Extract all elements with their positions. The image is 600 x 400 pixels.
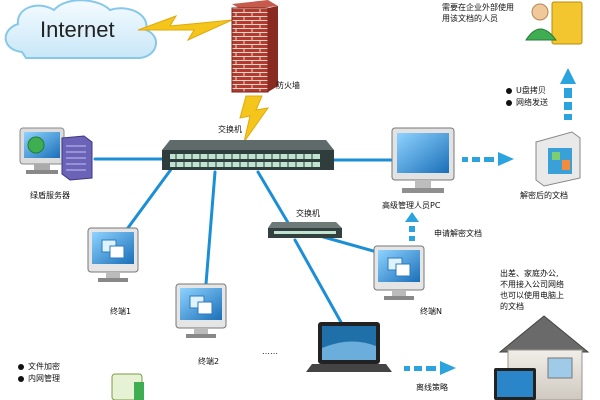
arrow-doc-to-user <box>560 68 576 120</box>
terminal-2-icon <box>175 283 227 338</box>
admin-pc-label: 高级管理人员PC <box>382 201 441 210</box>
network-links <box>93 157 394 326</box>
admin-pc-icon <box>391 127 455 193</box>
offline-policy-label: 离线策略 <box>416 383 448 392</box>
sub-switch-icon <box>268 222 342 238</box>
main-switch-label: 交换机 <box>218 125 242 134</box>
external-user-label: 需要在企业外部使用 用该文档的人员 <box>442 3 514 23</box>
link-switch-subswitch <box>256 170 292 228</box>
terminal-1-label: 终端1 <box>110 307 132 316</box>
firewall-icon <box>231 0 278 93</box>
arrow-request-decrypt <box>405 212 419 241</box>
bullet-dot <box>18 376 24 382</box>
green-server-icon <box>19 127 93 181</box>
link-subswitch-terminaln <box>318 234 386 256</box>
main-switch-icon <box>162 140 334 170</box>
lightning-icon <box>137 15 270 143</box>
internet-label: Internet <box>40 17 115 42</box>
remote-work-note: 出差、家庭办公, 不用接入公司网络 也可以使用电脑上 的文档 <box>500 269 564 311</box>
decrypted-doc-label: 解密后的文档 <box>520 191 568 200</box>
bullet-dot <box>506 100 512 106</box>
encrypted-file-icon <box>111 373 144 400</box>
terminal-n-icon <box>373 245 425 300</box>
green-server-label: 绿盾服务器 <box>30 191 70 200</box>
arrow-offline-policy <box>404 361 456 375</box>
link-subswitch-laptop <box>293 238 344 326</box>
decrypted-doc-icon <box>535 131 581 187</box>
bullet-dot <box>18 364 24 370</box>
arrow-admin-to-doc <box>462 152 514 166</box>
bullet-dot <box>506 88 512 94</box>
internet-cloud-icon <box>4 0 157 59</box>
link-switch-terminal1 <box>120 166 174 238</box>
request-decrypt-label: 申请解密文档 <box>434 229 482 238</box>
firewall-label: 防火墙 <box>276 81 300 90</box>
external-user-icon <box>525 1 583 45</box>
terminal-n-label: 终端N <box>420 307 442 316</box>
bullet-network-send: 网络发送 <box>516 98 548 107</box>
bullet-intranet-management: 内网管理 <box>28 374 60 383</box>
laptop-icon <box>306 322 392 372</box>
house-icon <box>494 315 590 400</box>
sub-switch-label: 交换机 <box>296 209 320 218</box>
terminal-1-icon <box>87 227 139 282</box>
terminal-2-label: 终端2 <box>198 357 220 366</box>
bullet-file-encryption: 文件加密 <box>28 362 60 371</box>
ellipsis-label: …… <box>262 347 278 356</box>
bullet-usb-copy: U盘拷贝 <box>516 86 546 95</box>
link-switch-terminal2 <box>204 170 217 286</box>
